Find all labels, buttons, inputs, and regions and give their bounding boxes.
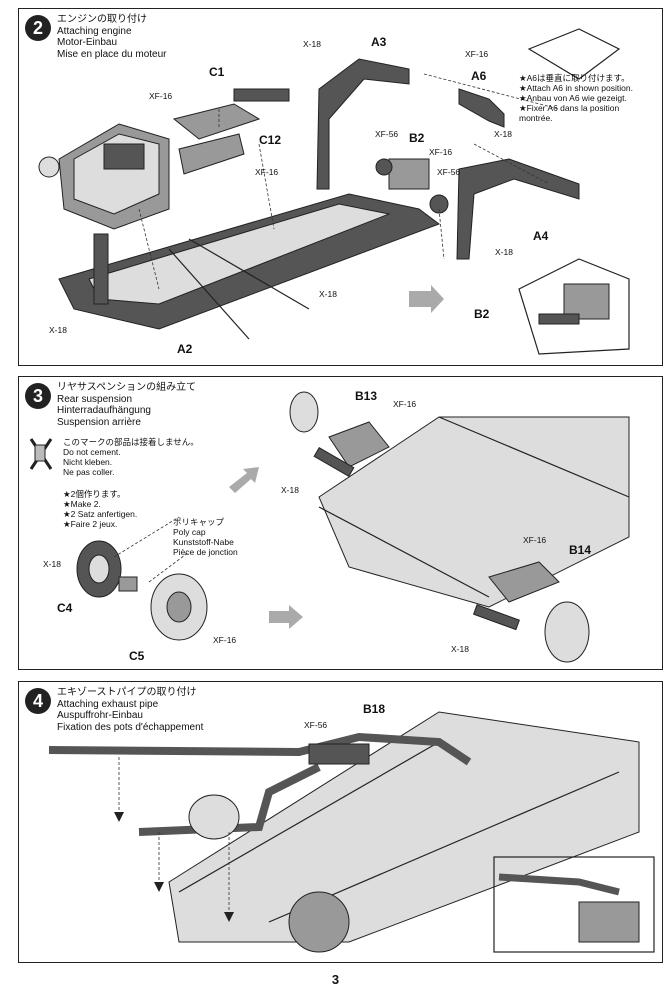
label-a4: A4 [533, 229, 549, 243]
screw-xf16-a: XF-16 [393, 399, 417, 409]
bracket-a6 [458, 88, 505, 128]
step-number: 4 [25, 688, 51, 714]
poly-cap [118, 576, 138, 592]
make-2-note: ★2個作ります。 ★Make 2. ★2 Satz anfertigen. ★F… [63, 489, 138, 529]
title-jp: エンジンの取り付け [57, 14, 147, 25]
screw-xf56-a: XF-56 [375, 129, 399, 139]
differential [288, 891, 350, 953]
muffler-b18 [308, 743, 370, 765]
spring-top [313, 446, 355, 478]
screw-x18-d: X-18 [319, 289, 337, 299]
screw-xf16-a: XF-16 [149, 91, 173, 101]
step-4-panel: 4 エキゾーストパイプの取り付け Attaching exhaust pipe … [18, 681, 663, 963]
part-b13 [328, 421, 390, 468]
screw-xf56-b: XF-56 [437, 167, 461, 177]
title-fr: Fixation des pots d'échappement [57, 721, 204, 733]
title-en: Attaching exhaust pipe [57, 698, 159, 710]
screw-x18-c: X-18 [495, 247, 513, 257]
exhaust-illustration [48, 711, 655, 953]
a6-position-inset [527, 28, 621, 80]
label-c5: C5 [129, 649, 145, 663]
part-c12 [178, 133, 245, 175]
label-c12: C12 [259, 133, 282, 147]
part-b14 [488, 561, 560, 603]
engine-chassis-illustration [38, 28, 630, 355]
a6-note: ★A6は垂直に取り付けます。 ★Attach A6 in shown posit… [519, 73, 633, 123]
label-b13: B13 [355, 389, 378, 403]
title-de: Motor-Einbau [57, 37, 118, 48]
title-en: Attaching engine [57, 25, 132, 37]
page-number: 3 [331, 972, 340, 987]
engine-block [38, 123, 170, 230]
step-3-panel: 3 リヤサスペンションの組み立て Rear suspension Hinterr… [18, 376, 663, 670]
step-number: 2 [25, 15, 51, 41]
no-cement-note: このマークの部品は接着しません。 Do not cement. Nicht kl… [63, 437, 199, 477]
label-b2-inset: B2 [474, 307, 490, 321]
screw-x18-e: X-18 [49, 325, 67, 335]
frame-post [93, 233, 109, 305]
direction-arrow-up [229, 467, 259, 493]
step-2-panel: 2 エンジンの取り付け Attaching engine Motor-Einba… [18, 8, 663, 366]
label-a6: A6 [471, 69, 487, 83]
axle-b2 [375, 158, 449, 214]
wheel-hub [188, 794, 240, 840]
wheel-bottom [544, 601, 590, 663]
screw-xf16-b: XF-16 [523, 535, 547, 545]
spring-bottom [472, 604, 520, 631]
intake-c1 [172, 88, 290, 140]
title-fr: Mise en place du moteur [57, 48, 167, 60]
direction-arrow [409, 285, 444, 313]
step-titles: エキゾーストパイプの取り付け Attaching exhaust pipe Au… [57, 687, 203, 733]
step-number: 3 [25, 383, 51, 409]
label-b18: B18 [363, 702, 386, 716]
poly-cap-note: ポリキャップ Poly cap Kunststoff-Nabe Pièce de… [173, 517, 238, 557]
exhaust-pipe-upper [48, 732, 472, 766]
no-cement-icon [29, 438, 53, 470]
bracket-a4 [456, 158, 580, 260]
chassis-frame [168, 711, 640, 943]
screw-xf16-c: XF-16 [213, 635, 237, 645]
step-titles: エンジンの取り付け Attaching engine Motor-Einbau … [57, 14, 167, 60]
screw-x18-b: X-18 [43, 559, 61, 569]
title-jp: リヤサスペンションの組み立て [57, 382, 197, 393]
direction-arrow-right [269, 605, 303, 629]
title-jp: エキゾーストパイプの取り付け [57, 687, 197, 698]
title-de: Auspuffrohr-Einbau [57, 710, 143, 721]
detail-inset [518, 258, 630, 355]
screw-xf16-d: XF-16 [429, 147, 453, 157]
bracket-a3 [316, 58, 410, 190]
title-de: Hinterradaufhängung [57, 405, 151, 416]
screw-x18-a: X-18 [281, 485, 299, 495]
label-a2: A2 [177, 342, 193, 356]
label-c1: C1 [209, 65, 225, 79]
suspension-illustration [29, 391, 630, 663]
detail-inset [493, 856, 655, 953]
label-a3: A3 [371, 35, 387, 49]
label-c4: C4 [57, 601, 73, 615]
title-fr: Suspension arrière [57, 416, 141, 428]
screw-x18-a: X-18 [303, 39, 321, 49]
screw-x18-b: X-18 [494, 129, 512, 139]
label-b2: B2 [409, 131, 425, 145]
wheel-top [289, 391, 319, 433]
screw-xf16-c: XF-16 [465, 49, 489, 59]
title-en: Rear suspension [57, 393, 133, 405]
screw-x18-c: X-18 [451, 644, 469, 654]
screw-xf16-b: XF-16 [255, 167, 279, 177]
screw-xf56: XF-56 [304, 720, 328, 730]
step-titles: リヤサスペンションの組み立て Rear suspension Hinterrad… [57, 382, 196, 428]
label-b14: B14 [569, 543, 592, 557]
